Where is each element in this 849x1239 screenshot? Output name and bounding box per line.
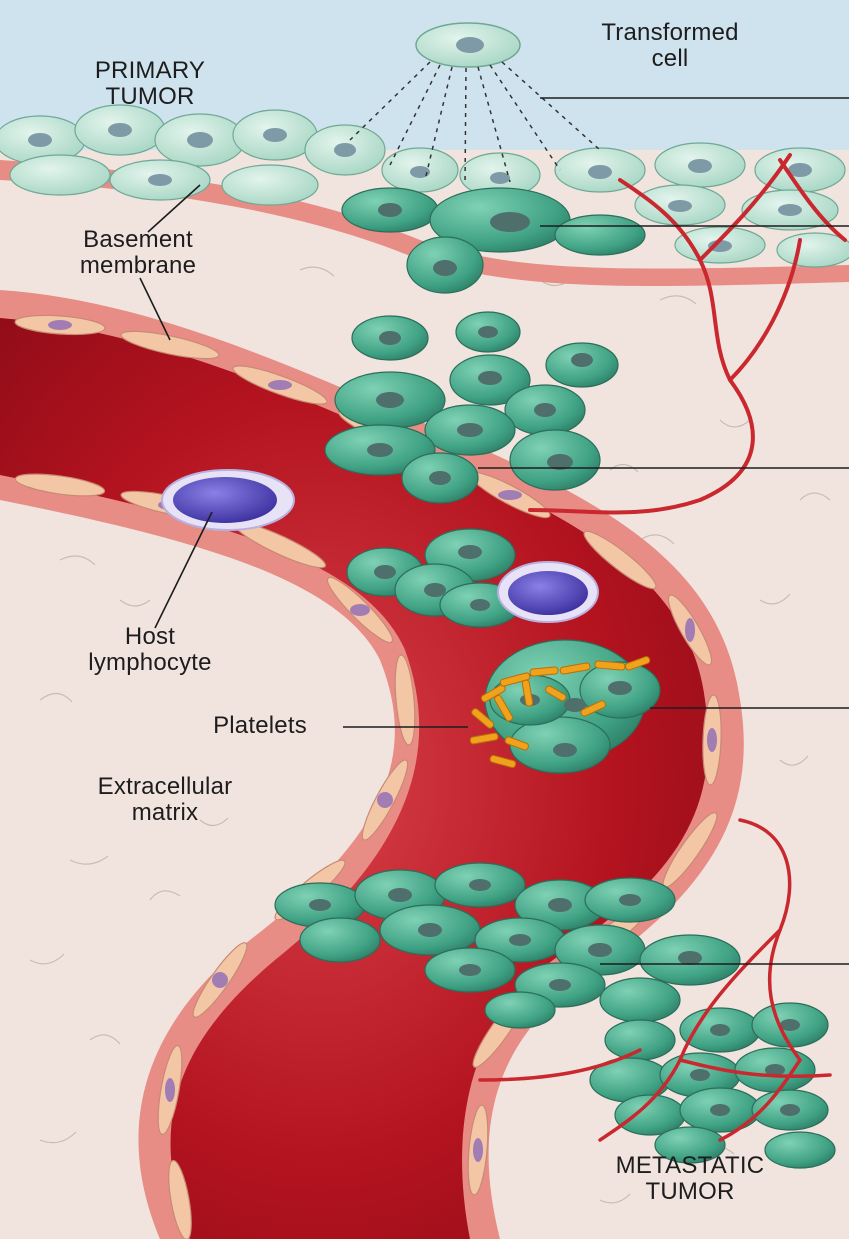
host-lymphocyte [162,470,294,530]
circulating-lymphocyte [498,562,598,622]
platelets-label: Platelets [170,713,350,739]
extracellular-matrix-label: Extracellular matrix [20,774,310,826]
host-lymphocyte-label: Host lymphocyte [0,624,300,676]
metastatic-tumor-label: METASTATIC TUMOR [530,1153,849,1205]
primary-tumor-label: PRIMARY TUMOR [30,58,270,110]
transformed-cell [416,23,520,67]
basement-membrane-label: Basement membrane [18,227,258,279]
transformed-cell-label: Transformed cell [530,20,810,72]
